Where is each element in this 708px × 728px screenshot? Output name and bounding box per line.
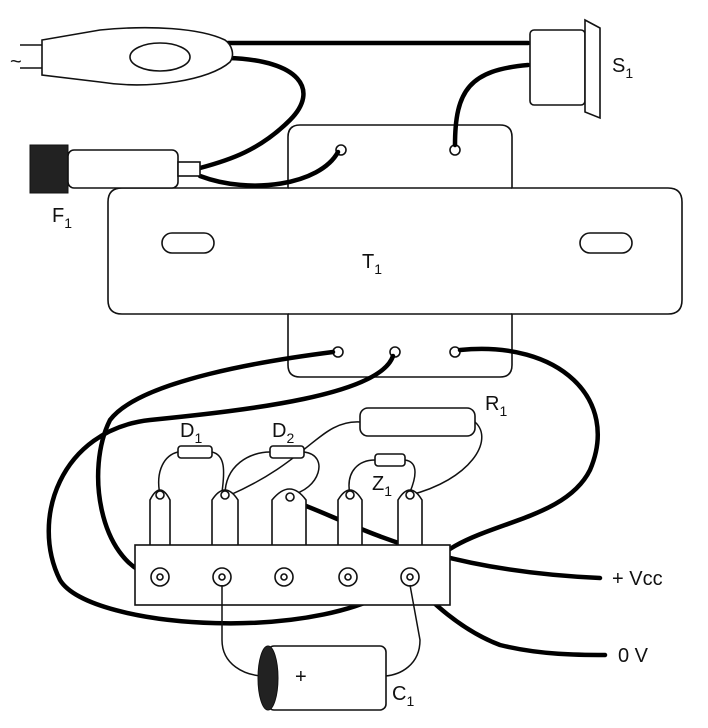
mounting-slot	[579, 232, 633, 254]
switch-label: S1	[612, 55, 633, 81]
diode-d2: D2	[224, 420, 320, 496]
zener-z1: Z1	[348, 453, 416, 499]
screw	[150, 567, 170, 587]
ac-symbol: ~	[10, 51, 22, 73]
capacitor-c1: + C1	[221, 584, 421, 711]
diode2-label: D2	[272, 420, 294, 446]
capacitor-polarity: +	[295, 666, 307, 688]
screw	[212, 567, 232, 587]
screw	[274, 567, 294, 587]
transformer-t1: T1	[107, 124, 683, 378]
fuse-f1: F1	[29, 144, 201, 231]
transformer-label: T1	[362, 251, 382, 277]
wires	[46, 40, 608, 658]
vcc-label: + Vcc	[612, 568, 663, 590]
diode1-label: D1	[180, 420, 202, 446]
terminal-lugs	[149, 488, 423, 545]
ground-label: 0 V	[618, 645, 649, 667]
screw	[338, 567, 358, 587]
resistor-label: R1	[485, 393, 507, 419]
zener-label: Z1	[372, 473, 392, 499]
mounting-slot	[161, 232, 215, 254]
power-plug: ~	[10, 26, 234, 86]
terminal-strip	[134, 544, 451, 606]
screw	[400, 567, 420, 587]
switch-s1: S1	[529, 18, 633, 120]
diode-d1: D1	[158, 420, 225, 496]
capacitor-label: C1	[392, 683, 414, 709]
resistor-r1: R1	[229, 393, 507, 496]
fuse-label: F1	[52, 205, 72, 231]
